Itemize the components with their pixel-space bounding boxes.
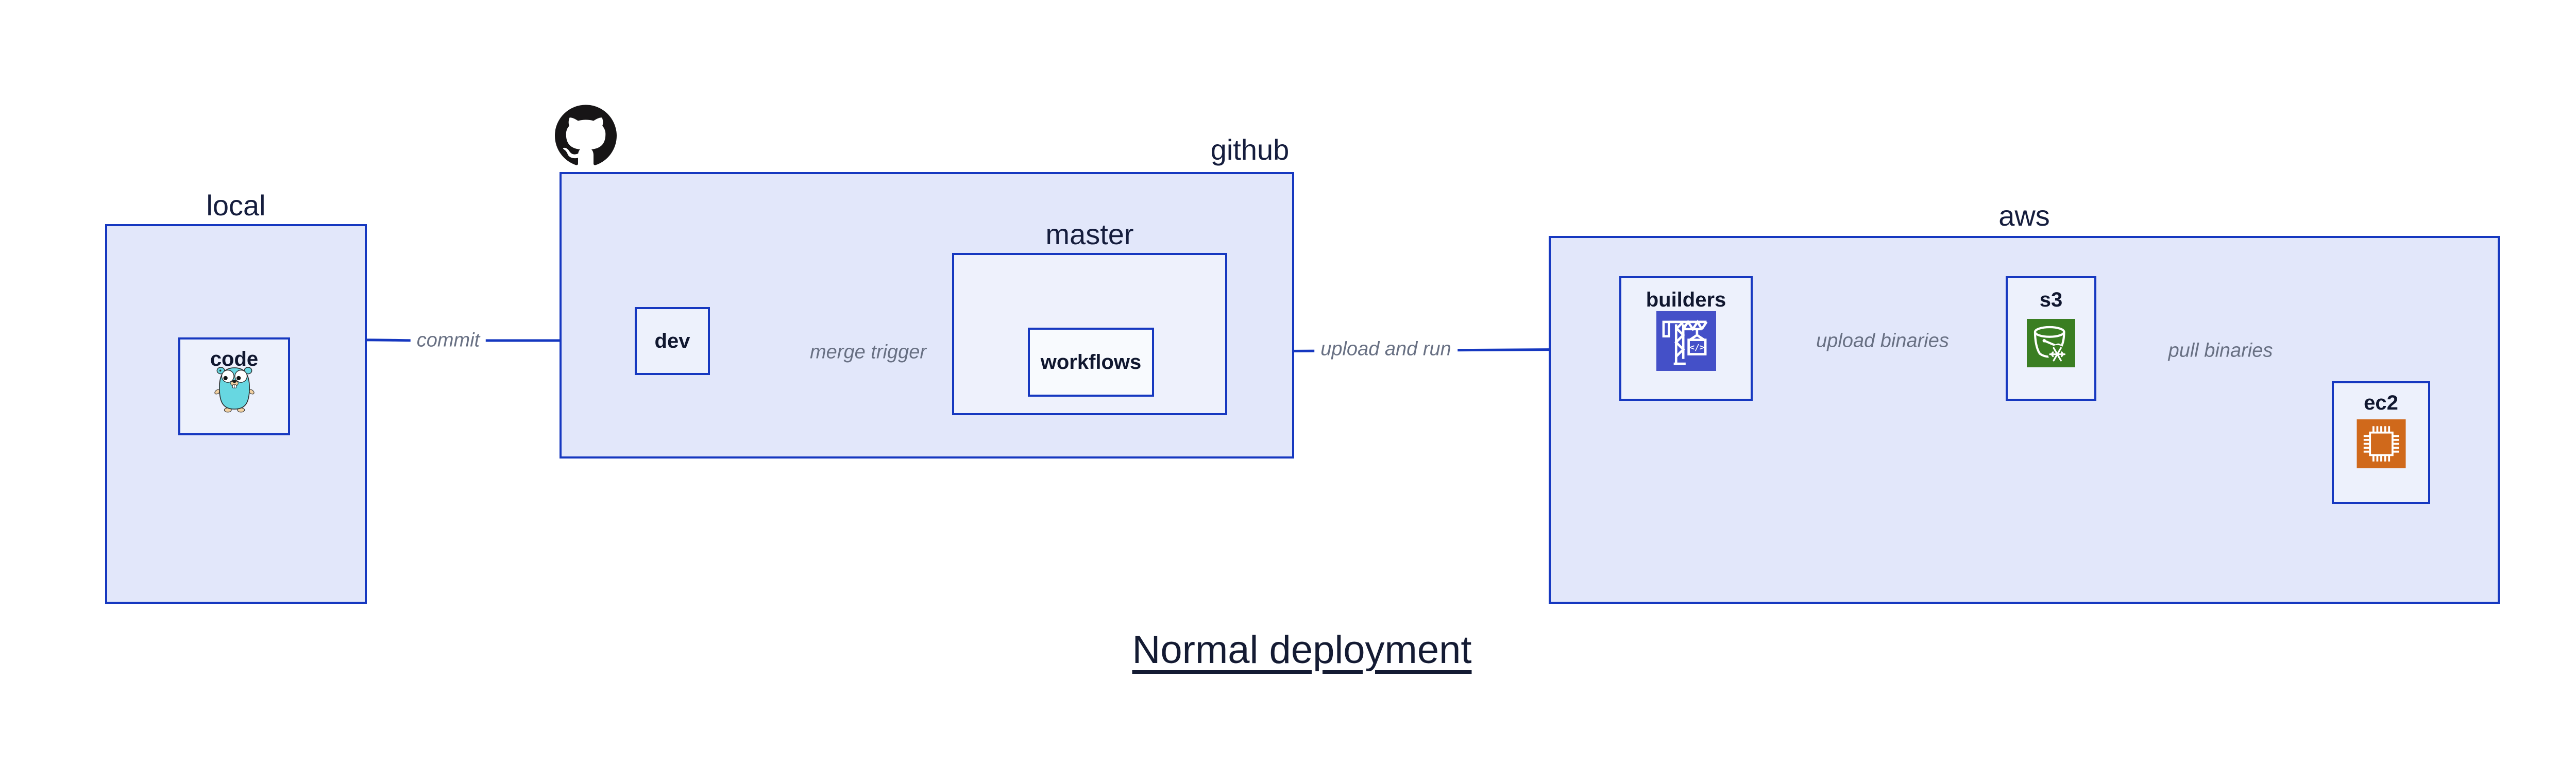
node-workflows-label: workflows [1040, 350, 1142, 373]
node-s3-label: s3 [2039, 288, 2063, 311]
edge-upload-and-run-label: upload and run [1314, 336, 1458, 363]
master-container-label: master [1045, 218, 1134, 250]
node-dev-label: dev [654, 329, 690, 352]
node-code: code [178, 337, 290, 435]
diagram-title: Normal deployment [1132, 628, 1472, 672]
node-s3: s3 [2006, 276, 2096, 401]
svg-text:</>: </> [1689, 342, 1705, 352]
node-dev: dev [635, 307, 710, 375]
node-builders-label: builders [1646, 288, 1726, 311]
github-container-label: github [1210, 133, 1290, 166]
go-gopher-icon [213, 364, 256, 413]
edge-merge-trigger-label: merge trigger [804, 339, 933, 366]
aws-s3-glacier-icon [2027, 318, 2075, 368]
edge-upload-binaries-label: upload binaries [1810, 328, 1955, 354]
aws-ec2-chip-icon [2357, 419, 2405, 468]
aws-container-label: aws [1998, 199, 2050, 232]
github-logo-icon [554, 104, 617, 166]
node-code-label: code [210, 348, 259, 370]
node-ec2-label: ec2 [2364, 392, 2398, 414]
node-ec2: ec2 [2332, 381, 2430, 504]
aws-codebuild-icon: </> [1656, 311, 1716, 371]
local-container-label: local [206, 189, 266, 222]
edge-commit-label: commit [410, 327, 486, 354]
node-builders: builders </> [1619, 276, 1753, 401]
node-workflows: workflows [1028, 328, 1154, 397]
edge-pull-binaries-label: pull binaries [2162, 337, 2279, 364]
